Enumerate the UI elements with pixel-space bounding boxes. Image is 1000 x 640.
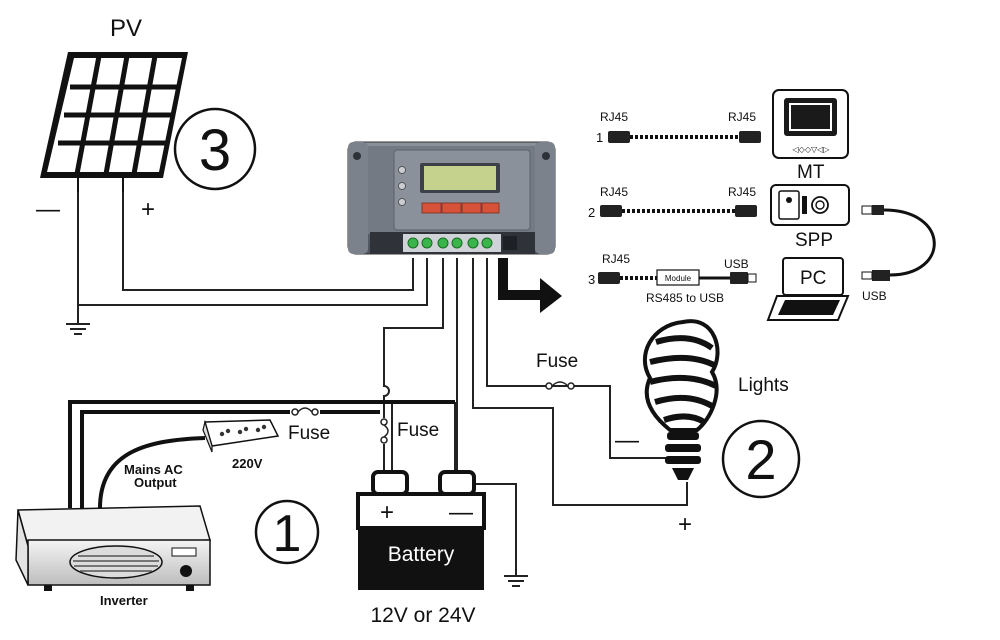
spp-label: SPP bbox=[795, 230, 833, 251]
comm-port-arrow bbox=[498, 258, 562, 313]
ground-symbol-pv bbox=[66, 323, 90, 335]
svg-text:3: 3 bbox=[199, 118, 231, 183]
battery-positive-wire bbox=[383, 258, 444, 474]
controller-terminals bbox=[407, 237, 493, 249]
fuse-battery bbox=[378, 418, 390, 444]
svg-text:RJ45: RJ45 bbox=[728, 185, 756, 199]
lights-label: Lights bbox=[738, 375, 789, 396]
lights-number-badge: 2 bbox=[721, 419, 801, 499]
pv-panel-icon bbox=[40, 52, 188, 192]
battery-icon bbox=[356, 470, 486, 590]
comm-cable-3: 3 RJ45 USB Module RS485 to USB bbox=[588, 252, 757, 305]
battery-plus-label: + bbox=[380, 499, 394, 526]
controller-button bbox=[481, 202, 500, 214]
inverter-positive-cable bbox=[68, 400, 384, 508]
inverter-cable-a bbox=[80, 410, 292, 508]
ground-symbol-battery bbox=[504, 575, 528, 587]
comm-cable-1: 1 RJ45 RJ45 bbox=[596, 110, 761, 145]
mt-label: MT bbox=[797, 162, 825, 183]
mains-ac-cable bbox=[98, 436, 206, 509]
pv-positive-wire bbox=[122, 190, 414, 291]
battery-minus-label: — bbox=[449, 499, 473, 526]
pv-plus-label: + bbox=[141, 196, 155, 223]
svg-text:RJ45: RJ45 bbox=[602, 252, 630, 266]
mains-ac-label-line2: Output bbox=[134, 475, 177, 490]
fuse-inverter bbox=[290, 406, 320, 418]
pc-usb-label: USB bbox=[862, 289, 887, 303]
load-negative-wire bbox=[486, 258, 668, 459]
controller-lcd bbox=[424, 166, 496, 190]
battery-title: Battery bbox=[388, 543, 455, 566]
controller-led bbox=[398, 166, 406, 174]
pv-title: PV bbox=[110, 15, 142, 42]
battery-ground-wire bbox=[466, 483, 517, 576]
svg-text:RS485 to USB: RS485 to USB bbox=[646, 291, 724, 305]
comm-cable-2: 2 RJ45 RJ45 bbox=[588, 185, 757, 220]
mt-remote-meter: ◁◇◇▽◁▷ bbox=[772, 89, 849, 159]
pc-label: PC bbox=[800, 268, 826, 289]
pv-minus-label: — bbox=[36, 196, 60, 223]
light-bulb-icon bbox=[643, 319, 720, 480]
inverter-icon bbox=[15, 505, 211, 591]
charge-controller bbox=[347, 141, 556, 255]
controller-button bbox=[461, 202, 482, 214]
battery-number-badge: 1 bbox=[254, 499, 320, 565]
wires bbox=[68, 190, 688, 576]
controller-button bbox=[441, 202, 462, 214]
lights-minus-label: — bbox=[615, 427, 639, 454]
svg-text:RJ45: RJ45 bbox=[600, 185, 628, 199]
mt-buttons: ◁◇◇▽◁▷ bbox=[792, 145, 831, 154]
battery-voltage-label: 12V or 24V bbox=[370, 604, 475, 627]
pv-negative-wire bbox=[77, 190, 428, 306]
controller-led bbox=[398, 198, 406, 206]
svg-text:RJ45: RJ45 bbox=[728, 110, 756, 124]
pv-number-badge: 3 bbox=[173, 107, 257, 191]
svg-text:RJ45: RJ45 bbox=[600, 110, 628, 124]
outlet-voltage-label: 220V bbox=[232, 456, 263, 471]
spp-usb-cable bbox=[861, 205, 936, 281]
fuse-battery-label: Fuse bbox=[397, 420, 439, 441]
svg-text:USB: USB bbox=[724, 257, 749, 271]
load-positive-wire bbox=[472, 258, 688, 506]
svg-text:1: 1 bbox=[596, 130, 603, 145]
pc-laptop bbox=[766, 257, 850, 321]
spp-device bbox=[770, 184, 850, 226]
fuse-inverter-label: Fuse bbox=[288, 423, 330, 444]
lights-plus-label: + bbox=[678, 511, 692, 538]
svg-text:2: 2 bbox=[588, 205, 595, 220]
inverter-label: Inverter bbox=[100, 593, 148, 608]
ac-outlet-strip bbox=[202, 419, 280, 453]
svg-text:Module: Module bbox=[665, 274, 692, 283]
svg-text:1: 1 bbox=[273, 505, 302, 563]
svg-text:3: 3 bbox=[588, 272, 595, 287]
controller-button bbox=[421, 202, 442, 214]
fuse-lights-label: Fuse bbox=[536, 351, 578, 372]
mains-ac-label-line1: Mains AC bbox=[124, 462, 183, 477]
controller-led bbox=[398, 182, 406, 190]
fuse-lights bbox=[545, 381, 575, 390]
svg-text:2: 2 bbox=[745, 428, 776, 491]
